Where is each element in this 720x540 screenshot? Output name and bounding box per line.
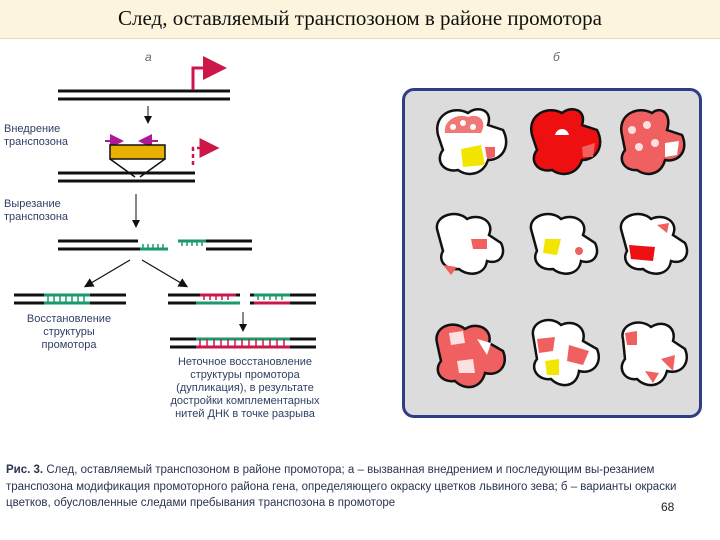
transposon-block <box>109 144 166 160</box>
gene-start-arrow <box>191 56 227 90</box>
panel-a-letter: а <box>145 50 152 64</box>
figure-label: Рис. 3. <box>6 464 44 476</box>
slide-title: След, оставляемый транспозоном в районе … <box>117 6 602 30</box>
transposon-insertion <box>58 134 220 183</box>
flower-8 <box>531 318 600 387</box>
dna-restored <box>14 293 126 305</box>
flower-2 <box>529 108 602 176</box>
flower-variants-panel <box>402 88 702 418</box>
flower-1 <box>435 108 508 176</box>
dna-repair-intermediate <box>168 293 316 305</box>
title-bar: След, оставляемый транспозоном в районе … <box>0 0 720 39</box>
flower-3 <box>619 108 686 176</box>
flower-9 <box>620 321 688 387</box>
flower-4 <box>435 212 505 275</box>
flower-7 <box>435 323 506 389</box>
arrow-to-inexact <box>141 259 189 288</box>
dna-excised <box>58 239 252 251</box>
dna-duplication <box>170 337 316 349</box>
arrow-to-restoration <box>83 259 131 288</box>
figure-caption: Рис. 3. След, оставляемый транспозоном в… <box>6 462 718 512</box>
caption-text: След, оставляемый транспозоном в районе … <box>6 464 677 509</box>
flower-5 <box>529 212 599 275</box>
dna-original <box>58 89 230 101</box>
flower-6 <box>619 212 689 275</box>
page-number: 68 <box>661 500 675 514</box>
panel-b-letter: б <box>553 50 560 64</box>
